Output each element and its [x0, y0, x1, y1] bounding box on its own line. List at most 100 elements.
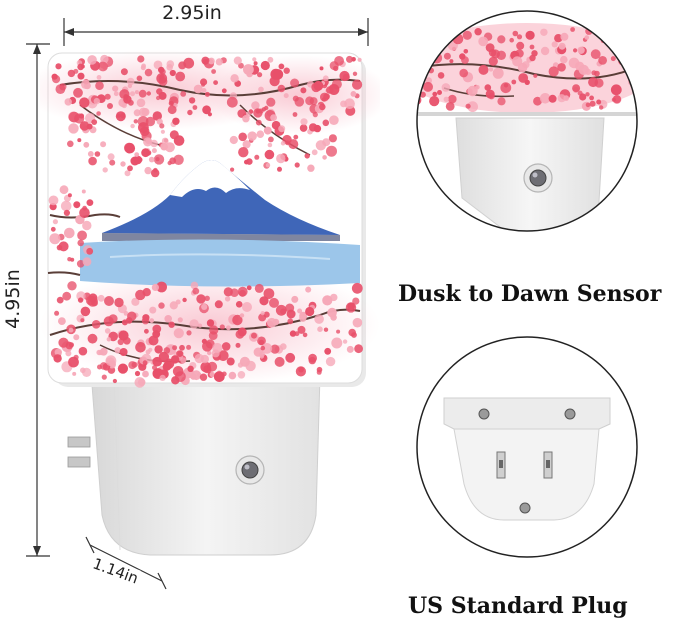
blossom-petal [134, 370, 141, 377]
blossom-petal [551, 41, 558, 48]
blossom-petal [573, 48, 578, 53]
blossom-petal [211, 349, 220, 358]
blossom-petal [56, 244, 63, 251]
blossom-petal [77, 239, 84, 247]
blossom-petal [629, 23, 637, 34]
blossom-petal [178, 61, 187, 70]
blossom-petal [437, 90, 442, 95]
blossom-petal [62, 291, 72, 301]
blossom-petal [131, 361, 138, 368]
blossom-petal [120, 68, 128, 76]
blossom-petal [67, 69, 76, 78]
blossom-petal [274, 356, 285, 367]
blossom-petal [238, 132, 247, 142]
blossom-petal [126, 77, 135, 86]
blossom-petal [175, 71, 186, 82]
blossom-petal [112, 378, 117, 384]
blossom-petal [219, 324, 225, 330]
blossom-petal [187, 109, 193, 116]
blossom-petal [270, 344, 280, 354]
blossom-petal [49, 233, 61, 245]
blossom-petal [200, 354, 209, 364]
blossom-petal [73, 87, 83, 98]
blossom-petal [258, 86, 264, 93]
blossom-petal [417, 81, 420, 92]
blossom-petal [186, 344, 192, 350]
plug-detail-circle [414, 334, 640, 560]
blossom-petal [320, 92, 329, 102]
blossom-petal [259, 296, 269, 306]
blossom-petal [267, 317, 277, 328]
night-light-product [40, 45, 380, 565]
blossom-petal [588, 77, 599, 88]
blossom-petal [300, 118, 308, 126]
blossom-petal [627, 62, 637, 71]
blossom-petal [425, 51, 432, 58]
blossom-petal [488, 56, 498, 66]
blossom-petal [53, 354, 62, 363]
blossom-petal [233, 56, 242, 65]
sensor-detail-illustration [416, 10, 638, 232]
blossom-petal [196, 294, 206, 304]
blossom-petal [161, 137, 169, 145]
blossom-petal [308, 353, 317, 363]
blossom-petal [86, 199, 94, 207]
blossom-petal [325, 356, 336, 367]
blossom-petal [596, 99, 602, 105]
blossom-petal [251, 101, 260, 110]
blossom-petal [276, 153, 286, 164]
blossom-petal [305, 286, 312, 293]
blossom-petal [548, 94, 557, 103]
blossom-petal [348, 328, 357, 337]
blossom-petal [80, 64, 85, 69]
blossom-petal [190, 281, 199, 290]
blossom-petal [105, 355, 117, 367]
blossom-petal [585, 102, 591, 108]
blossom-petal [131, 297, 140, 306]
blossom-petal [209, 371, 215, 378]
blossom-petal [77, 297, 84, 303]
blossom-petal [124, 142, 136, 154]
blossom-petal [624, 53, 630, 60]
blossom-petal [322, 138, 331, 147]
blossom-petal [114, 347, 121, 354]
blossom-petal [59, 185, 69, 195]
blossom-petal [485, 43, 495, 52]
blossom-petal [144, 68, 153, 77]
blossom-petal [135, 342, 146, 353]
blossom-petal [173, 154, 184, 165]
blossom-petal [80, 318, 85, 323]
blossom-petal [152, 111, 162, 121]
blossom-petal [229, 135, 238, 145]
blossom-petal [124, 170, 131, 177]
blossom-petal [230, 74, 239, 83]
blossom-petal [322, 75, 329, 82]
blossom-petal [172, 117, 180, 126]
blossom-petal [86, 123, 93, 130]
blossom-petal [512, 56, 523, 67]
blossom-petal [302, 332, 308, 338]
blossom-petal [137, 116, 149, 127]
blossom-petal [167, 105, 177, 115]
blossom-petal [345, 302, 357, 313]
blossom-petal [91, 320, 101, 329]
blossom-petal [255, 119, 262, 126]
blossom-petal [60, 200, 72, 212]
blossom-petal [285, 303, 295, 313]
blossom-petal [175, 299, 181, 305]
blossom-petal [107, 103, 113, 109]
blossom-petal [152, 330, 161, 339]
blossom-petal [261, 343, 273, 354]
blossom-petal [206, 319, 215, 327]
blossom-petal [73, 68, 79, 74]
blossom-petal [336, 329, 341, 334]
blossom-petal [207, 350, 212, 356]
sensor-caption: Dusk to Dawn Sensor [398, 281, 662, 307]
blossom-petal [329, 61, 339, 71]
blossom-petal [500, 82, 512, 94]
width-label: 2.95in [142, 2, 242, 24]
blossom-petal [237, 371, 246, 379]
blossom-petal [133, 119, 138, 124]
blossom-petal [518, 73, 529, 83]
blossom-petal [223, 287, 233, 297]
